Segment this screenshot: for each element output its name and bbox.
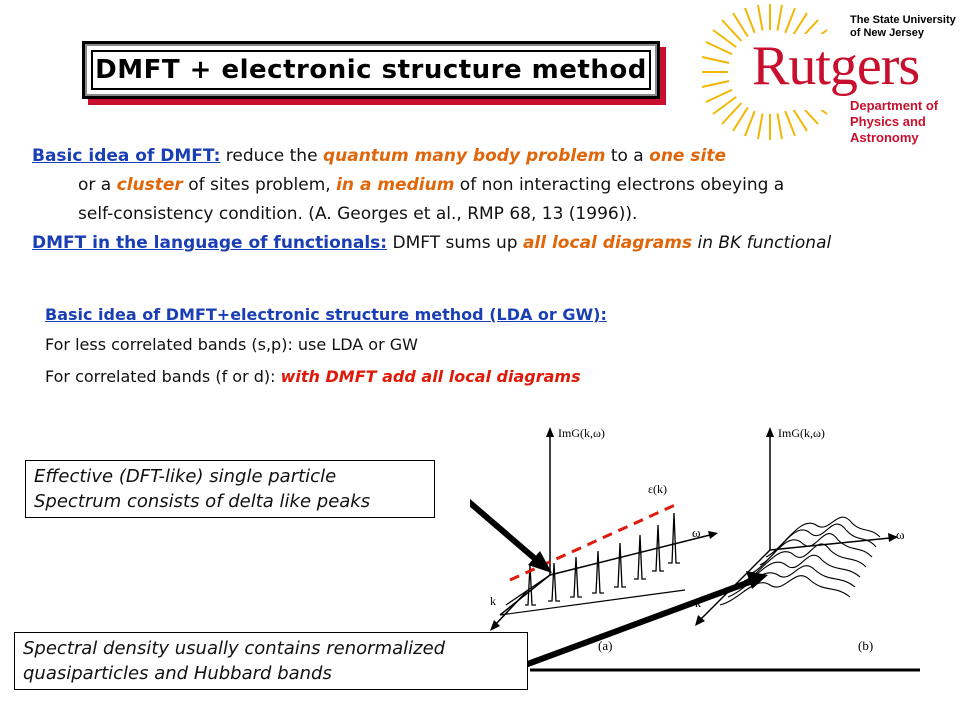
note-bottom-line2: quasiparticles and Hubbard bands — [23, 663, 332, 684]
block1-text-7: in BK functional — [692, 233, 832, 253]
note-top-line1: Effective (DFT-like) single particle — [34, 466, 337, 487]
block2-heading-line: Basic idea of DMFT+electronic structure … — [45, 300, 607, 329]
arrow-to-panel-b-head — [746, 571, 768, 589]
logo-university-name: The State University of New Jersey — [850, 14, 956, 40]
block1-heading: Basic idea of DMFT: — [32, 146, 221, 166]
block2-text: For correlated bands (f or d): — [45, 367, 281, 386]
axis-right-k-arrow — [695, 615, 705, 626]
block1-text-6: DMFT sums up — [387, 233, 523, 253]
block1-line4: DMFT in the language of functionals: DMF… — [32, 229, 831, 258]
block1-line2: or a cluster of sites problem, in a medi… — [78, 171, 784, 200]
k-right: k — [695, 596, 701, 610]
slide-title: DMFT + electronic structure method — [95, 55, 647, 85]
block2-heading: Basic idea of DMFT+electronic structure … — [45, 305, 607, 324]
logo-department: Department of Physics and Astronomy — [850, 98, 960, 146]
title-inner-frame: DMFT + electronic structure method — [91, 50, 651, 90]
block1-emph-3: cluster — [116, 175, 183, 195]
block1-line3: self-consistency condition. (A. Georges … — [78, 204, 638, 224]
block1-text-3: or a — [78, 175, 117, 195]
caption-b: (b) — [858, 638, 873, 653]
note-top-line2: Spectrum consists of delta like peaks — [34, 491, 371, 512]
logo-dept-line2: Physics and Astronomy — [850, 114, 926, 145]
block1-emph-5: all local diagrams — [522, 233, 693, 253]
k-left: k — [490, 594, 496, 608]
block1-line1: Basic idea of DMFT: reduce the quantum m… — [32, 142, 726, 171]
right-ylabel: ImG(k,ω) — [778, 426, 825, 440]
floor-left-front — [499, 589, 686, 616]
block2-emph: with DMFT add all local diagrams — [280, 367, 581, 386]
note-bottom-line1: Spectral density usually contains renorm… — [23, 638, 446, 659]
omega-right: ω — [896, 527, 905, 542]
k-axis-left-ext — [494, 589, 529, 626]
eps-label: ε(k) — [648, 482, 667, 496]
block1-text-2: to a — [605, 146, 650, 166]
block1-text-5: of non interacting electrons obeying a — [454, 175, 785, 195]
block1-heading2: DMFT in the language of functionals: — [32, 233, 388, 253]
note-delta-peaks: Effective (DFT-like) single particle Spe… — [25, 460, 435, 518]
logo-dept-line1: Department of — [850, 98, 939, 113]
axis-right-omega — [769, 537, 891, 551]
block1-text-1: reduce the — [220, 146, 323, 166]
rutgers-logo-sunburst — [701, 4, 850, 140]
axis-right-vertical-arrow — [766, 427, 774, 437]
k-axis-left-arrow — [490, 620, 500, 631]
axis-left-vertical-arrow — [546, 427, 554, 437]
title-box: DMFT + electronic structure method — [82, 41, 660, 99]
arrow-to-panel-a — [470, 498, 542, 566]
arrow-to-panel-b — [523, 577, 757, 668]
axis-left-k — [499, 574, 551, 616]
caption-a: (a) — [598, 638, 612, 653]
block2-line1: For less correlated bands (s,p): use LDA… — [45, 335, 418, 354]
axis-right-omega-arrow — [888, 533, 898, 542]
left-ylabel: ImG(k,ω) — [558, 426, 605, 440]
arrow-to-panel-a-head — [528, 551, 552, 573]
logo-university-line2: of New Jersey — [850, 27, 924, 39]
block1-text-4: of sites problem, — [182, 175, 337, 195]
block1-emph-4: in a medium — [336, 175, 455, 195]
note-spectral-density: Spectral density usually contains renorm… — [14, 632, 528, 690]
axis-left-omega-arrow — [708, 531, 718, 539]
logo-wordmark: Rutgers — [752, 35, 920, 97]
delta-peaks — [525, 512, 680, 606]
block2-line2: For correlated bands (f or d): with DMFT… — [45, 362, 581, 391]
block1-emph-1: quantum many body problem — [322, 146, 606, 166]
dispersion-dashed-line — [509, 503, 676, 582]
spectral-function-diagram: ImG(k,ω) ImG(k,ω) ε(k) ω ω k k (a) (b) — [470, 426, 920, 672]
block1-emph-2: one site — [649, 146, 726, 166]
broad-spectra — [719, 516, 881, 606]
axis-left-omega — [549, 534, 711, 576]
omega-left: ω — [692, 525, 701, 540]
logo-university-line1: The State University — [850, 14, 956, 26]
